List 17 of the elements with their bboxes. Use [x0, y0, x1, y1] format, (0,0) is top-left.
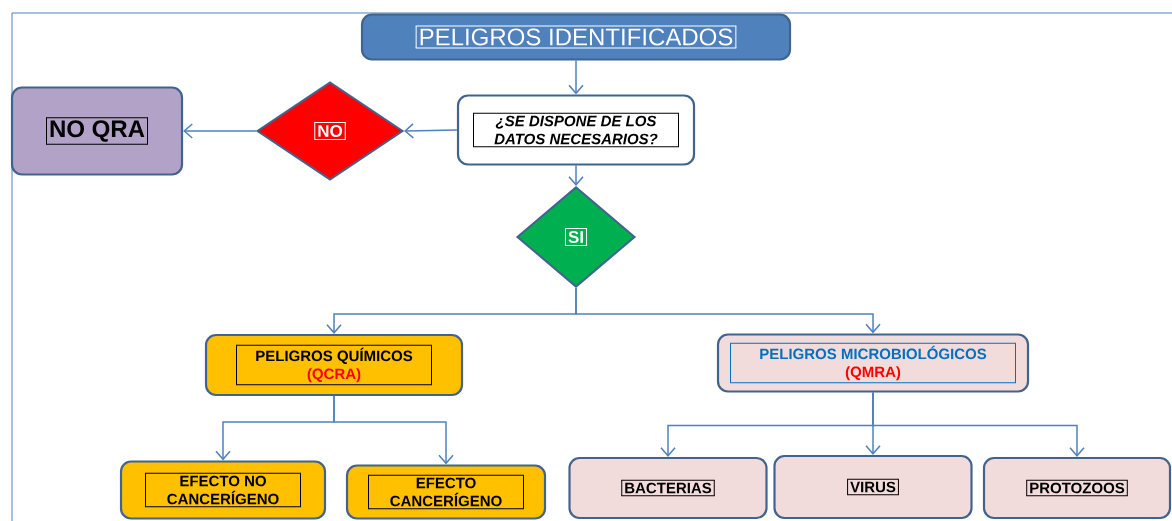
process-box: NO QRA [10, 86, 184, 176]
process-box: PELIGROS MICROBIOLÓGICOS (QMRA) [716, 333, 1030, 393]
process-box: EFECTO NO CANCERÍGENO [119, 460, 327, 520]
process-box: VIRUS [773, 454, 973, 520]
process-box: PELIGROS IDENTIFICADOS [360, 13, 792, 61]
arrow [404, 123, 458, 139]
process-box: ¿SE DISPONE DE LOS DATOS NECESARIOS? [456, 94, 696, 166]
arrow [568, 59, 584, 95]
arrow [575, 287, 881, 334]
arrow [333, 395, 454, 465]
process-box: PELIGROS QUÍMICOS (QCRA) [204, 333, 464, 397]
process-box: EFECTO CANCERÍGENO [345, 464, 547, 520]
process-box: PROTOZOOS [982, 456, 1172, 520]
arrow [183, 123, 257, 139]
arrow [872, 391, 1085, 457]
arrow [568, 164, 584, 186]
process-box: BACTERIAS [568, 456, 768, 520]
